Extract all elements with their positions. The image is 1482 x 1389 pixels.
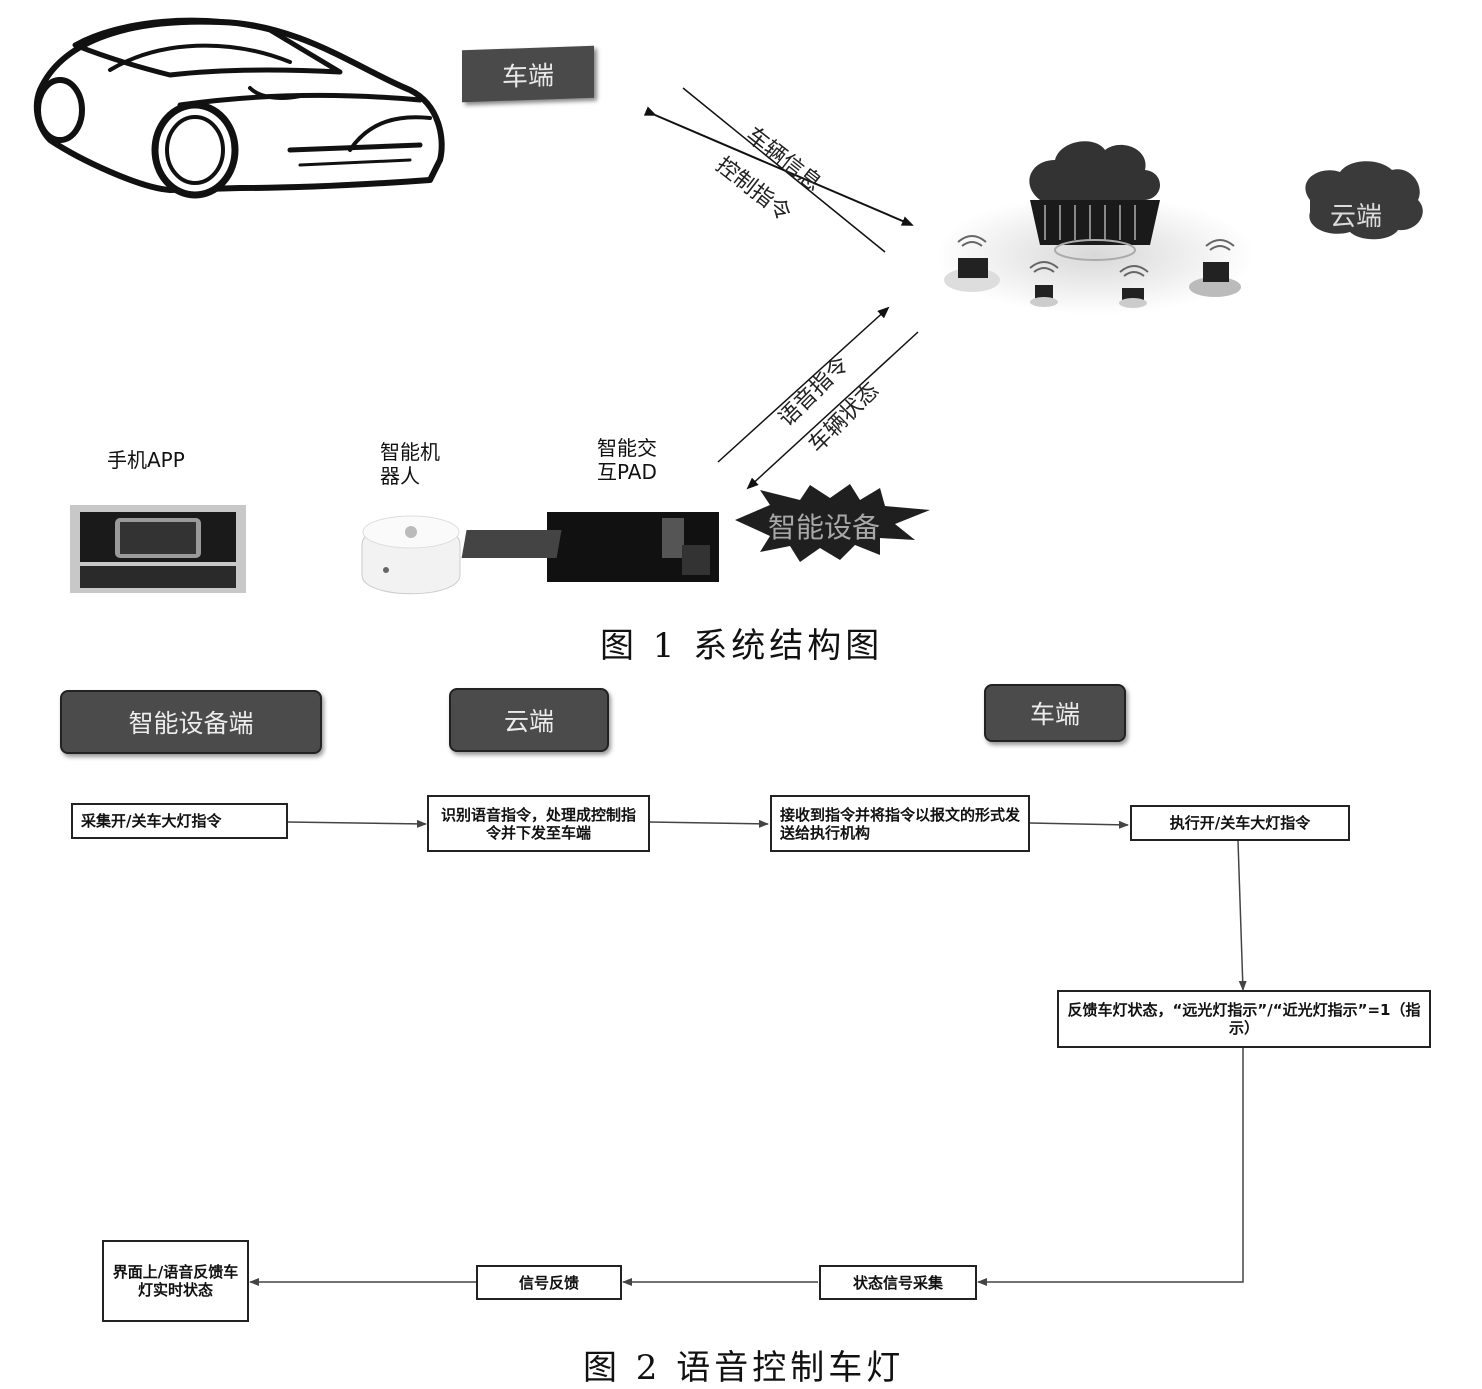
step-receive-command: 接收到指令并将指令以报文的形式发送给执行机构: [770, 795, 1030, 852]
cloud-server-illustration: [935, 141, 1255, 315]
step-status-signal-collect: 状态信号采集: [819, 1265, 977, 1300]
upper-line: [682, 87, 886, 253]
figure1-caption: 图 1 系统结构图: [600, 626, 884, 666]
pad-image: [461, 512, 719, 582]
lower-arrow-down: [746, 331, 919, 490]
header-car-end: 车端: [984, 684, 1126, 742]
starburst-shape: [735, 484, 930, 562]
step-signal-feedback: 信号反馈: [476, 1265, 622, 1300]
robot-image: [361, 515, 461, 595]
device-label-phone-app: 手机APP: [107, 448, 185, 472]
lower-arrow-up: [717, 306, 890, 463]
step-recognize-voice: 识别语音指令，处理成控制指令并下发至车端: [427, 795, 650, 852]
step-ui-voice-feedback: 界面上/语音反馈车灯实时状态: [102, 1240, 249, 1322]
car-illustration: [33, 17, 445, 199]
device-label-robot: 智能机 器人: [380, 440, 440, 488]
step-collect-command: 采集开/关车大灯指令: [71, 803, 288, 839]
figure2-caption: 图 2 语音控制车灯: [583, 1348, 905, 1388]
step-execute-command: 执行开/关车大灯指令: [1130, 805, 1350, 841]
cloud-label: 云端: [1330, 202, 1383, 232]
step-feedback-light-status: 反馈车灯状态，“远光灯指示”/“近光灯指示”=1（指示）: [1057, 990, 1431, 1048]
phone-app-image: [70, 505, 246, 593]
header-cloud-end: 云端: [449, 688, 609, 752]
device-label-pad: 智能交 互PAD: [597, 436, 657, 484]
header-smart-device-end: 智能设备端: [60, 690, 322, 754]
cloud-shape: [1305, 161, 1423, 240]
smart-device-label: 智能设备: [768, 511, 881, 544]
